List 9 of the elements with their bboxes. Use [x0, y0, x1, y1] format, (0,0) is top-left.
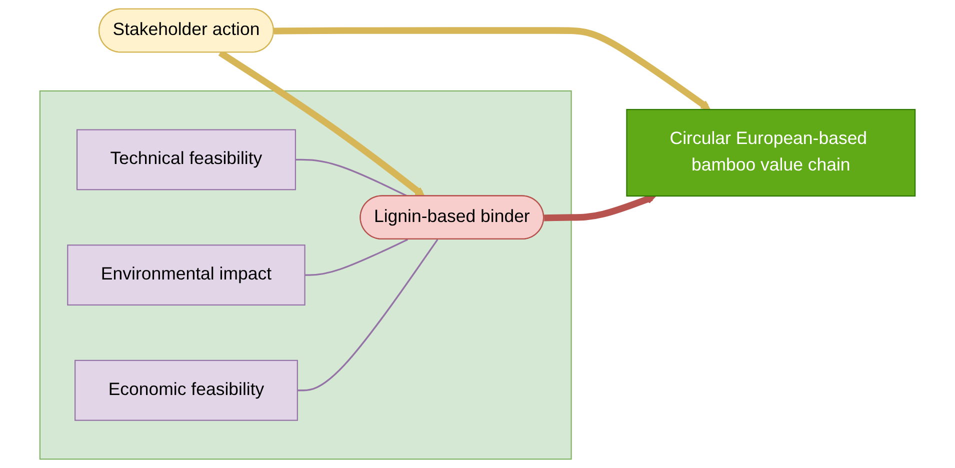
- node-box: Environmental impact: [67, 244, 306, 306]
- cluster: [39, 90, 572, 460]
- node-box: Technical feasibility: [76, 129, 296, 190]
- node-box: Economic feasibility: [74, 360, 298, 421]
- node-box: Circular European-based bamboo value chain: [626, 108, 916, 197]
- connector: [297, 239, 438, 392]
- arrow: [274, 27, 711, 110]
- connector: [295, 158, 408, 198]
- connector: [304, 238, 408, 276]
